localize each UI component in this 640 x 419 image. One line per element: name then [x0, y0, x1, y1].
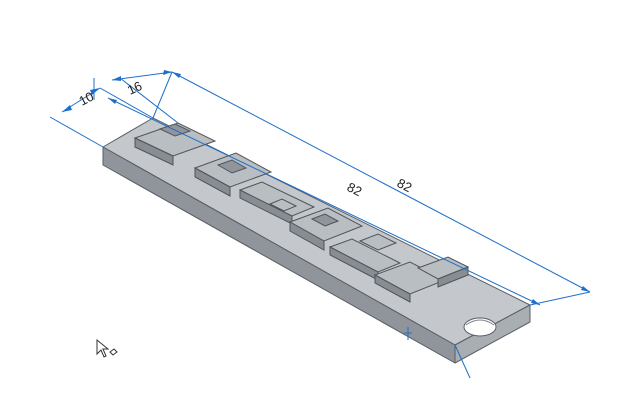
- dim-length-inner[interactable]: 82: [107, 97, 541, 306]
- letter-k[interactable]: [373, 256, 470, 303]
- letter-r[interactable]: [288, 207, 364, 251]
- keyring-hole[interactable]: [463, 317, 497, 337]
- letter-p-1[interactable]: [133, 122, 217, 166]
- letter-a[interactable]: [193, 152, 273, 197]
- dim-height[interactable]: 10: [61, 78, 101, 113]
- dim-letter-width-label: 16: [125, 78, 144, 98]
- dim-length-outer[interactable]: 82: [171, 71, 591, 293]
- plate-end-face: [454, 304, 531, 364]
- arrow-select-icon: [96, 338, 118, 358]
- dim-letter-width[interactable]: 16: [111, 70, 173, 98]
- dim-length-inner-label: 82: [345, 179, 365, 199]
- engraved-letters[interactable]: [133, 122, 470, 303]
- dim-length-outer-label: 82: [395, 175, 415, 195]
- dimension-annotations[interactable]: 10 16 82 82: [49, 70, 591, 379]
- point-marker-icon[interactable]: [404, 327, 412, 340]
- letter-t[interactable]: [238, 181, 316, 225]
- dim-height-label: 10: [76, 89, 96, 109]
- letter-y[interactable]: [328, 233, 402, 281]
